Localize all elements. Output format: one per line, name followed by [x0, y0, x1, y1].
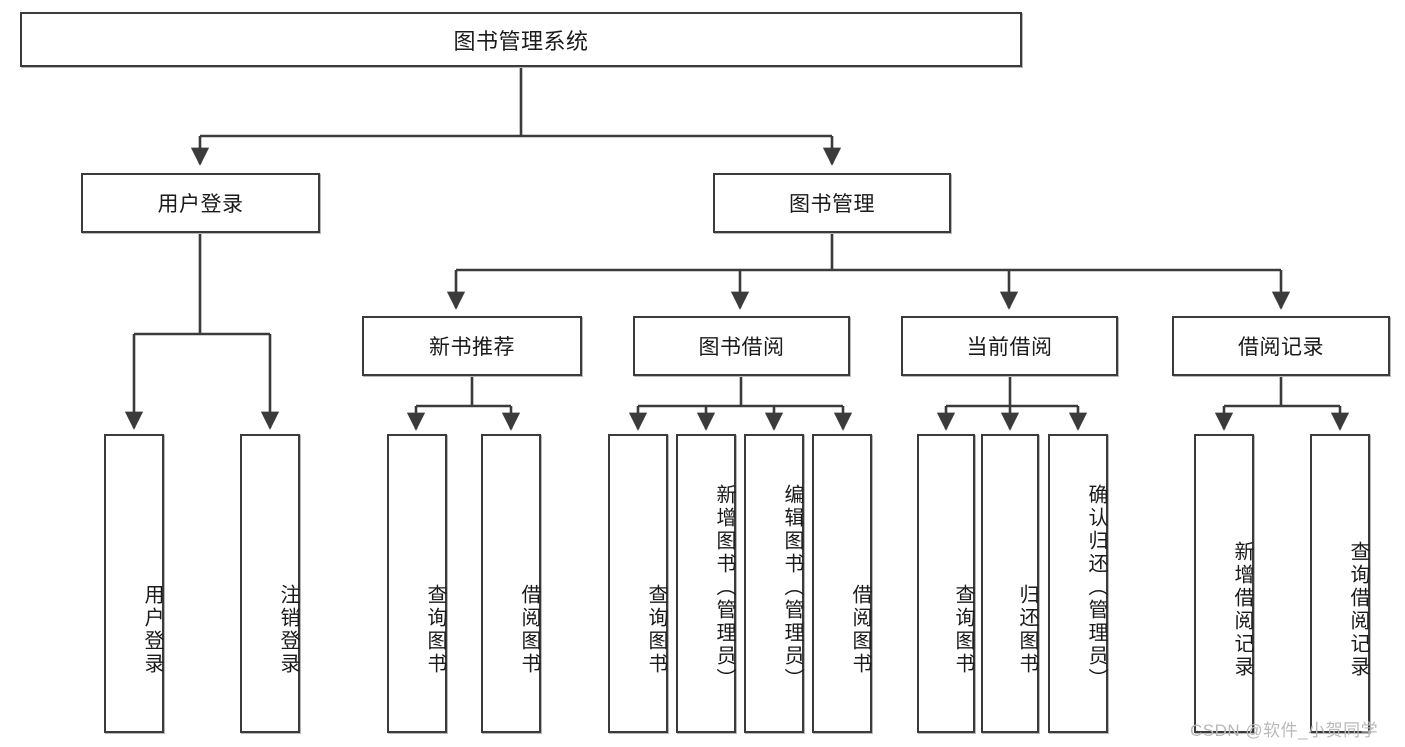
leaf-query-books-new-book[interactable]: 查询图书 [387, 434, 447, 733]
watermark-csdn: CSDN @软件_小贺同学 [1190, 721, 1379, 740]
leaf-query-books-current[interactable]: 查询图书 [917, 434, 975, 733]
leaf-borrow-books-new-book[interactable]: 借阅图书 [481, 434, 541, 733]
node-book-management[interactable]: 图书管理 [713, 173, 951, 233]
node-user-login[interactable]: 用户登录 [81, 173, 320, 233]
leaf-add-borrow-record[interactable]: 新增借阅记录 [1194, 434, 1254, 733]
node-book-borrowing[interactable]: 图书借阅 [633, 316, 850, 376]
node-root-book-management-system[interactable]: 图书管理系统 [20, 12, 1022, 67]
leaf-query-borrow-record[interactable]: 查询借阅记录 [1310, 434, 1370, 733]
node-new-book-recommendation[interactable]: 新书推荐 [362, 316, 582, 376]
leaf-edit-book-admin[interactable]: 编辑图书（管理员） [744, 434, 804, 733]
leaf-user-login[interactable]: 用户登录 [104, 434, 164, 733]
node-borrowing-record[interactable]: 借阅记录 [1172, 316, 1390, 376]
leaf-confirm-return-admin[interactable]: 确认归还（管理员） [1048, 434, 1108, 733]
leaf-return-books[interactable]: 归还图书 [981, 434, 1039, 733]
leaf-query-books-borrowing[interactable]: 查询图书 [608, 434, 668, 733]
leaf-logout-login[interactable]: 注销登录 [240, 434, 300, 733]
leaf-add-book-admin[interactable]: 新增图书（管理员） [676, 434, 736, 733]
leaf-borrow-books-borrowing[interactable]: 借阅图书 [812, 434, 872, 733]
node-current-borrowing[interactable]: 当前借阅 [901, 316, 1118, 376]
